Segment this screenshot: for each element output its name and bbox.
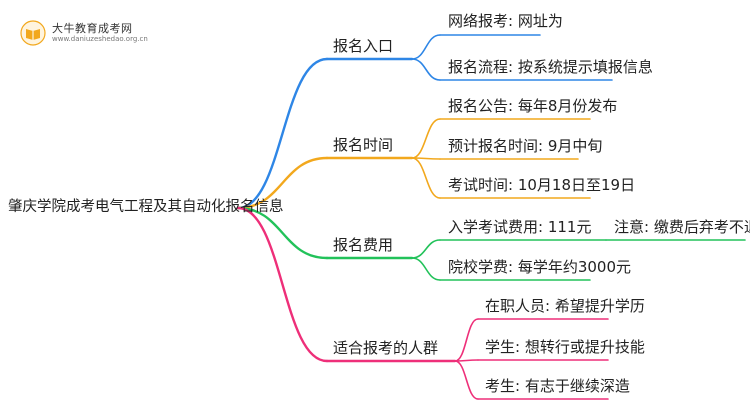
logo-name: 大牛教育成考网 [52, 22, 133, 35]
branch-label-target-groups: 适合报考的人群 [333, 339, 439, 357]
branch-connector [236, 57, 329, 210]
branch-connector [236, 206, 329, 363]
leaf-connector [411, 58, 441, 81]
leaf-connector [454, 318, 479, 362]
leaf-connector [411, 239, 441, 259]
leaf-online-signup: 网络报考: 网址为 [448, 12, 563, 30]
branch-label-signup-entry: 报名入口 [333, 37, 394, 55]
branch-label-signup-fee: 报名费用 [333, 236, 394, 254]
book-logo-icon [20, 20, 46, 46]
leaf-students: 学生: 想转行或提升技能 [485, 338, 645, 356]
leaf-fee-note: 注意: 缴费后弃考不退费 [614, 218, 750, 236]
leaf-announcement: 报名公告: 每年8月份发布 [448, 97, 618, 115]
leaf-connector [411, 157, 441, 199]
logo-url: www.daniuzeshedao.org.cn [52, 35, 148, 43]
leaf-expected-time: 预计报名时间: 9月中旬 [448, 137, 603, 155]
leaf-connector [411, 118, 441, 159]
leaf-exam-time: 考试时间: 10月18日至19日 [448, 176, 636, 194]
branch-connector [236, 156, 329, 210]
leaf-signup-process: 报名流程: 按系统提示填报信息 [448, 58, 653, 76]
branch-connector [236, 206, 329, 260]
leaf-candidates: 考生: 有志于继续深造 [485, 377, 630, 395]
branch-label-signup-time: 报名时间 [333, 136, 394, 154]
leaf-connector [411, 34, 441, 60]
leaf-working-people: 在职人员: 希望提升学历 [485, 297, 645, 315]
leaf-connector [454, 360, 479, 400]
root-topic: 肇庆学院成考电气工程及其自动化报名信息 [8, 199, 284, 215]
leaf-tuition: 院校学费: 每学年约3000元 [448, 258, 631, 276]
leaf-exam-fee: 入学考试费用: 111元 [448, 218, 592, 236]
site-logo: 大牛教育成考网 www.daniuzeshedao.org.cn [20, 18, 148, 48]
leaf-connector [411, 257, 441, 281]
